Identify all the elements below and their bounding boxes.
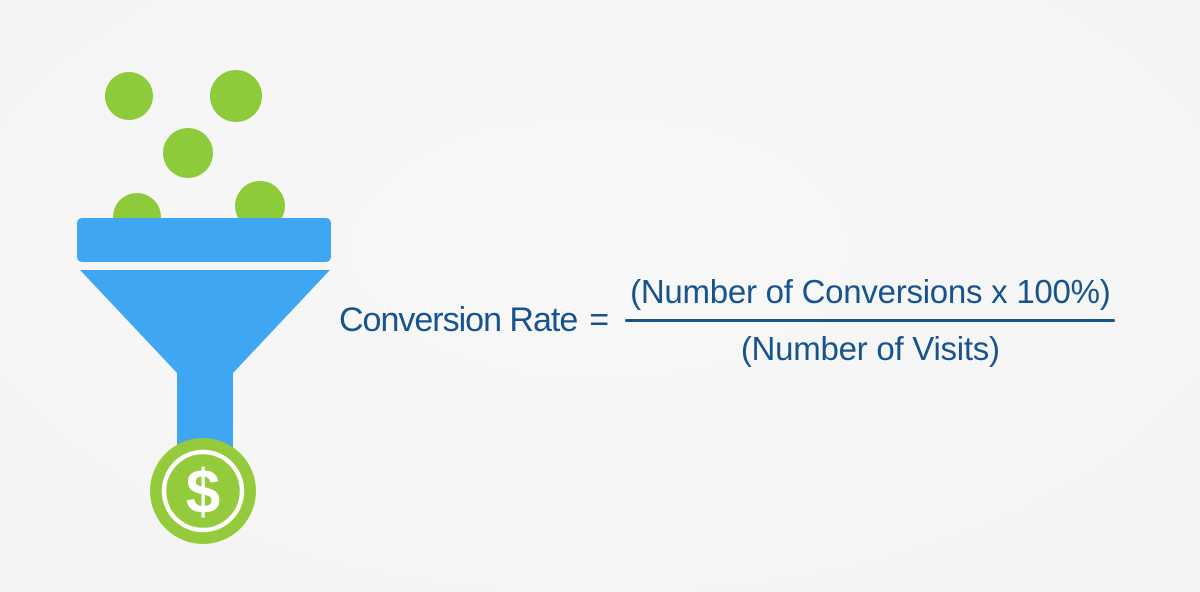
fraction-bar [625,319,1116,322]
dollar-coin-icon: $ [150,438,256,544]
fraction-numerator: (Number of Conversions x 100%) [630,273,1111,310]
conversion-rate-formula: Conversion Rate = (Number of Conversions… [339,272,1116,369]
dollar-sign: $ [186,458,220,527]
funnel-illustration: $ [77,70,331,544]
equals-sign: = [589,301,610,339]
fraction-denominator: (Number of Visits) [740,330,1000,367]
funnel-cone [80,270,330,456]
ball-icon [163,128,213,178]
formula-label: Conversion Rate [339,301,578,339]
funnel-rim [77,218,331,262]
fraction: (Number of Conversions x 100%) (Number o… [625,272,1116,369]
ball-icon [210,70,262,122]
ball-icon [105,72,153,120]
